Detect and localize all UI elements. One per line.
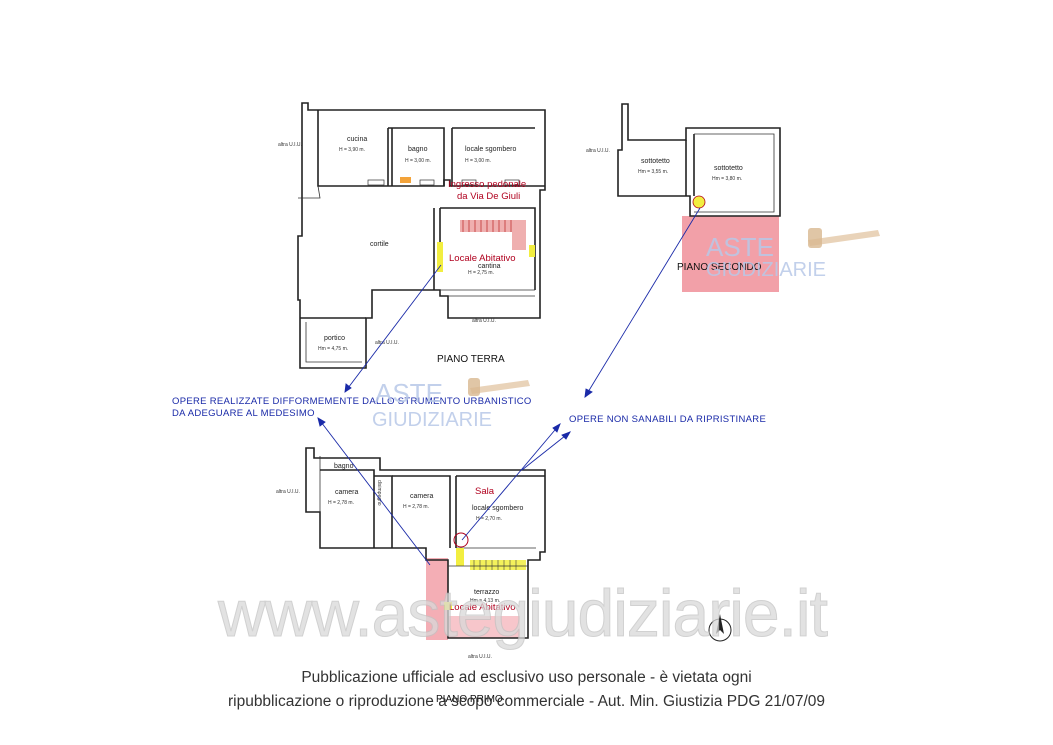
difformi-annotation-line2: DA ADEGUARE AL MEDESIMO — [172, 408, 315, 419]
room-bagno-label: bagno — [408, 146, 428, 153]
ground-yellow-highlight — [437, 242, 443, 272]
svg-text:GIUDIZIARIE: GIUDIZIARIE — [706, 259, 826, 281]
first-locale-abitativo-note: Locale Abitativo — [449, 602, 516, 613]
room-portico-height: Hm = 4,75 m. — [318, 346, 348, 352]
svg-text:ASTE: ASTE — [375, 378, 443, 408]
second-floor-red-highlight — [682, 216, 779, 292]
room-sgombero-height: H = 3,00 m. — [465, 158, 491, 164]
room-disimpegno-label: disimpegno — [376, 480, 382, 506]
ground-floor-title: PIANO TERRA — [437, 354, 505, 365]
watermark-aste-middle: ASTE GIUDIZIARIE — [372, 378, 530, 431]
svg-text:GIUDIZIARIE: GIUDIZIARIE — [372, 409, 492, 431]
altra-uiu-label: altra U.I.U. — [472, 318, 496, 324]
altra-uiu-label: altra U.I.U. — [375, 340, 399, 346]
north-arrow-icon — [708, 614, 732, 642]
first-floor-stairs — [448, 548, 528, 570]
non-sanabili-annotation: OPERE NON SANABILI DA RIPRISTINARE — [569, 414, 766, 425]
room-sgombero-height: H = 2,70 m. — [476, 516, 502, 522]
room-cantina-height: H = 2,75 m. — [468, 270, 494, 276]
second-floor-title: PIANO SECONDO — [677, 262, 762, 273]
room-bagno-height: H = 3,00 m. — [405, 158, 431, 164]
footer-notice-line2: ripubblicazione o riproduzione a scopo c… — [227, 693, 826, 710]
altra-uiu-label: altra U.I.U. — [586, 148, 610, 154]
footer-notice-line1: Pubblicazione ufficiale ad esclusivo uso… — [301, 669, 752, 686]
ground-locale-abitativo-note: Locale Abitativo — [449, 253, 516, 264]
ground-floor-stairs — [460, 220, 526, 250]
room-camera-a-label: camera — [335, 489, 358, 496]
room-sgombero-label: locale sgombero — [472, 505, 523, 512]
room-sottotetto-a-label: sottotetto — [641, 158, 670, 165]
sala-note: Sala — [475, 486, 495, 497]
second-floor-plan: sottotetto Hm = 3,55 m. sottotetto Hm = … — [586, 103, 781, 292]
room-cortile-label: cortile — [370, 241, 389, 248]
room-cantina-label: cantina — [478, 263, 501, 270]
first-floor-red-highlight — [426, 558, 448, 640]
svg-text:ASTE: ASTE — [706, 232, 774, 262]
room-terrazzo-label: terrazzo — [474, 589, 499, 596]
difformi-annotation-line1: OPERE REALIZZATE DIFFORMEMENTE DALLO STR… — [172, 396, 532, 407]
room-camera-b-height: H = 2,78 m. — [403, 504, 429, 510]
ingresso-note-line2: da Via De Giuli — [457, 191, 520, 202]
watermark-url: www.astegiudiziarie.it — [217, 576, 828, 650]
watermark-aste-top: ASTE GIUDIZIARIE — [706, 228, 880, 281]
room-cucina-label: cucina — [347, 136, 367, 143]
room-terrazzo-height: Hm = 4,13 m. — [470, 598, 500, 604]
room-cucina-height: H = 3,90 m. — [339, 147, 365, 153]
room-camera-a-height: H = 2,78 m. — [328, 500, 354, 506]
ingresso-note-line1: Ingresso pedonale — [448, 179, 526, 190]
room-sottotetto-b-height: Hm = 3,80 m. — [712, 176, 742, 182]
first-floor-plan: bagno disimpegno camera H = 2,78 m. came… — [276, 447, 732, 705]
altra-uiu-label: altra U.I.U. — [468, 654, 492, 660]
annotation-arrows — [317, 207, 701, 566]
room-sottotetto-b-label: sottotetto — [714, 165, 743, 172]
room-bagno-label: bagno — [334, 463, 354, 470]
first-floor-title: PIANO PRIMO — [436, 694, 503, 705]
ground-floor-plan: cucina H = 3,90 m. bagno H = 3,00 m. loc… — [278, 102, 546, 369]
room-portico-label: portico — [324, 335, 345, 342]
altra-uiu-label: altra U.I.U. — [276, 489, 300, 495]
room-sgombero-label: locale sgombero — [465, 146, 516, 153]
altra-uiu-label: altra U.I.U. — [278, 142, 302, 148]
room-sottotetto-a-height: Hm = 3,55 m. — [638, 169, 668, 175]
room-camera-b-label: camera — [410, 493, 433, 500]
